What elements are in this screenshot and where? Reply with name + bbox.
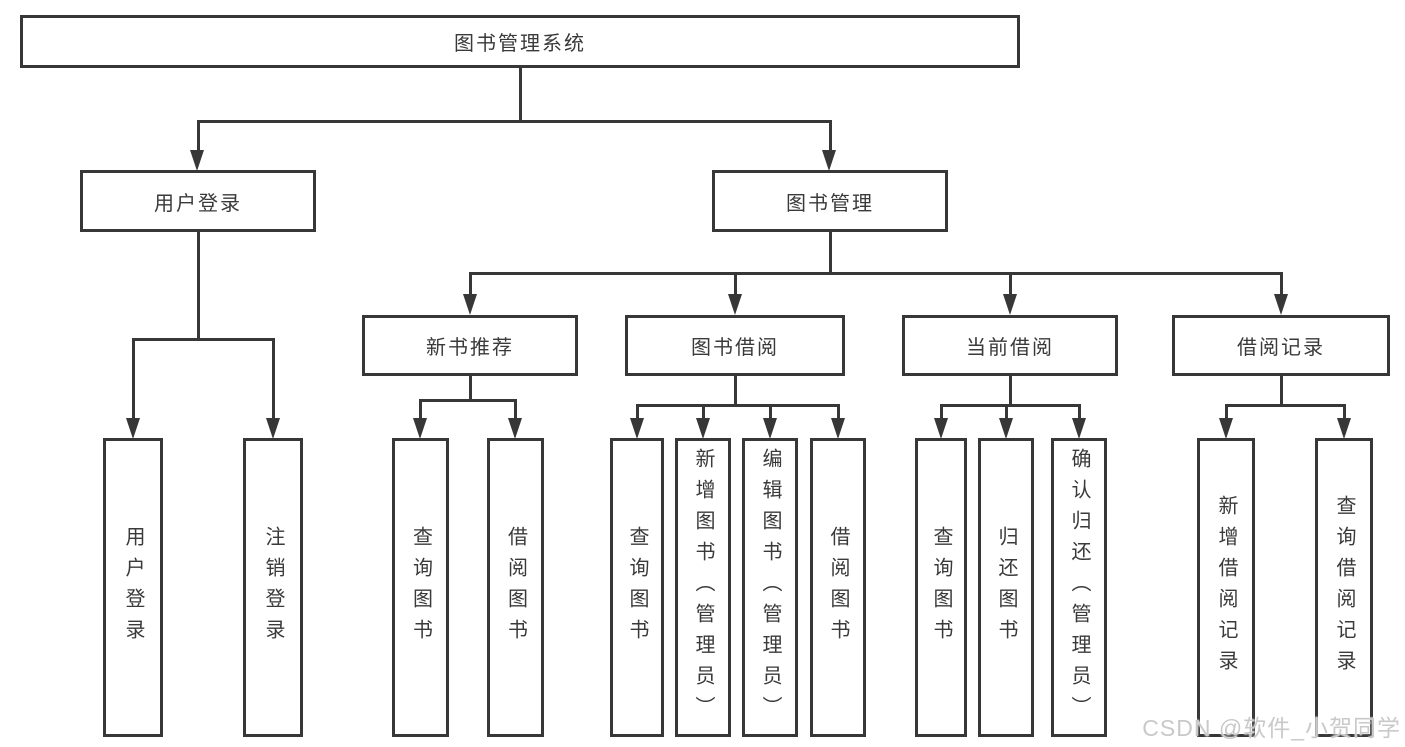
node-label: 新书推荐: [426, 337, 514, 359]
connector-line: [196, 232, 200, 338]
leaf-query-books-newbooks: 查询图书: [392, 438, 449, 737]
arrow-down-icon: [822, 150, 836, 171]
connector-line: [733, 376, 737, 404]
arrow-down-icon: [1274, 294, 1288, 315]
node-book-management: 图书管理: [712, 170, 948, 232]
node-label: 编辑图书（管理员）: [759, 448, 781, 727]
leaf-borrow-books-borrowing: 借阅图书: [810, 438, 866, 737]
connector-line: [1004, 404, 1008, 418]
leaf-add-books-admin: 新增图书（管理员）: [675, 438, 731, 737]
connector-line: [701, 404, 705, 418]
node-label: 注销登录: [262, 525, 284, 650]
leaf-add-borrow-record: 新增借阅记录: [1197, 438, 1255, 737]
connector-line: [635, 404, 639, 418]
node-label: 用户登录: [122, 525, 144, 650]
node-label: 图书借阅: [691, 337, 779, 359]
node-label: 借阅记录: [1237, 337, 1325, 359]
connector-line: [196, 120, 832, 123]
connector-line: [518, 68, 522, 120]
node-library-management-system: 图书管理系统: [20, 15, 1020, 68]
arrow-down-icon: [463, 294, 477, 315]
connector-line: [1077, 404, 1081, 418]
node-borrowing-records: 借阅记录: [1172, 315, 1390, 376]
connector-line: [1224, 404, 1228, 418]
connector-line: [635, 404, 840, 407]
connector-line: [1224, 404, 1346, 407]
node-label: 确认归还（管理员）: [1068, 448, 1090, 727]
arrow-down-icon: [630, 418, 644, 439]
connector-line: [513, 399, 517, 418]
arrow-down-icon: [1072, 418, 1086, 439]
connector-line: [939, 404, 1081, 407]
leaf-user-login: 用户登录: [103, 438, 163, 737]
connector-line: [828, 120, 832, 152]
connector-line: [939, 404, 943, 418]
node-label: 查询图书: [626, 525, 648, 650]
leaf-confirm-return-admin: 确认归还（管理员）: [1051, 438, 1107, 737]
node-label: 用户登录: [154, 192, 242, 215]
arrow-down-icon: [1003, 294, 1017, 315]
arrow-down-icon: [763, 418, 777, 439]
arrow-down-icon: [1219, 418, 1233, 439]
node-label: 查询图书: [409, 525, 432, 650]
node-current-borrowing: 当前借阅: [902, 315, 1118, 376]
node-user-login: 用户登录: [80, 170, 316, 232]
leaf-borrow-books-newbooks: 借阅图书: [487, 438, 544, 737]
connector-line: [271, 338, 275, 418]
arrow-down-icon: [696, 418, 710, 439]
connector-line: [1008, 272, 1012, 296]
leaf-logout: 注销登录: [243, 438, 303, 737]
connector-line: [468, 272, 1283, 275]
connector-line: [1279, 272, 1283, 296]
connector-line: [418, 399, 517, 402]
node-label: 查询图书: [930, 525, 952, 650]
node-label: 借阅图书: [504, 525, 527, 650]
arrow-down-icon: [934, 418, 948, 439]
node-label: 查询借阅记录: [1333, 494, 1355, 681]
arrow-down-icon: [999, 418, 1013, 439]
arrow-down-icon: [413, 418, 427, 439]
node-label: 归还图书: [995, 525, 1017, 650]
connector-line: [733, 272, 737, 296]
node-label: 图书管理系统: [454, 33, 586, 55]
node-label: 新增图书（管理员）: [692, 448, 714, 727]
arrow-down-icon: [190, 150, 204, 171]
node-label: 借阅图书: [827, 525, 849, 650]
leaf-edit-books-admin: 编辑图书（管理员）: [742, 438, 798, 737]
connector-line: [768, 404, 772, 418]
connector-line: [131, 338, 275, 341]
leaf-query-borrow-record: 查询借阅记录: [1315, 438, 1373, 737]
arrow-down-icon: [508, 418, 522, 439]
arrow-down-icon: [126, 418, 140, 439]
arrow-down-icon: [1337, 418, 1351, 439]
node-book-borrowing: 图书借阅: [625, 315, 845, 376]
connector-line: [196, 120, 200, 152]
connector-line: [468, 376, 472, 399]
leaf-query-books-current: 查询图书: [915, 438, 967, 737]
connector-line: [1342, 404, 1346, 418]
connector-line: [1008, 376, 1012, 404]
csdn-watermark: CSDN @软件_小贺同学: [1142, 715, 1401, 741]
arrow-down-icon: [266, 418, 280, 439]
node-label: 新增借阅记录: [1215, 494, 1237, 681]
leaf-query-books-borrowing: 查询图书: [610, 438, 664, 737]
leaf-return-books: 归还图书: [978, 438, 1034, 737]
connector-line: [1279, 376, 1283, 404]
node-new-book-recommendation: 新书推荐: [362, 315, 578, 376]
node-label: 图书管理: [786, 192, 874, 215]
arrow-down-icon: [831, 418, 845, 439]
connector-line: [828, 232, 832, 272]
arrow-down-icon: [728, 294, 742, 315]
connector-line: [418, 399, 422, 418]
node-label: 当前借阅: [966, 337, 1054, 359]
connector-line: [131, 338, 135, 418]
connector-line: [468, 272, 472, 296]
connector-line: [836, 404, 840, 418]
